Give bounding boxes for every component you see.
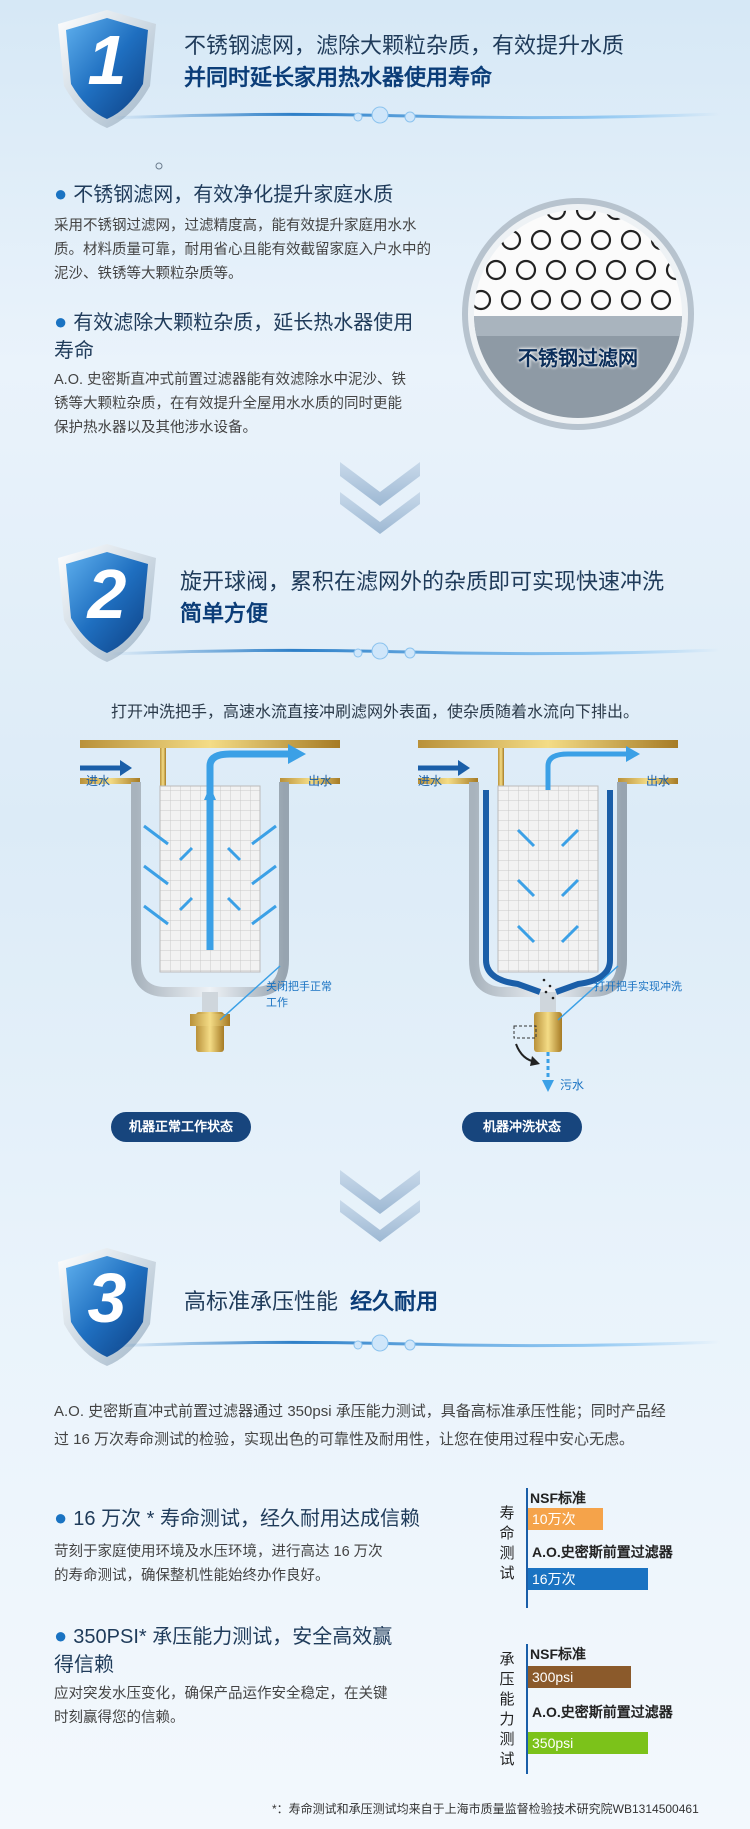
shield-icon	[58, 10, 156, 128]
bullet-dot-icon: ●	[54, 1623, 68, 1648]
chart1-bar-1: 16万次	[528, 1568, 648, 1590]
chart1-cat-0: NSF标准	[530, 1490, 586, 1506]
chevron-down-icon	[340, 462, 420, 534]
pressure-test-chart: 承压能力测试 NSF标准 300psi A.O.史密斯前置过滤器 350psi	[496, 1640, 736, 1780]
chart2-bar-1: 350psi	[528, 1732, 648, 1754]
section1-bullet1-title: ●不锈钢滤网，有效净化提升家庭水质	[54, 181, 394, 206]
chart1-cat-1: A.O.史密斯前置过滤器	[532, 1544, 673, 1560]
section3-intro: A.O. 史密斯直冲式前置过滤器通过 350psi 承压能力测试，具备高标准承压…	[54, 1403, 666, 1448]
section3-bullet2-body: 应对突发水压变化，确保产品运作安全稳定，在关键 时刻赢得您的信赖。	[54, 1686, 388, 1726]
bullet-dot-icon: ●	[54, 309, 68, 334]
shield-icon	[58, 1248, 156, 1366]
chevron-down-icon	[340, 1170, 420, 1242]
chart1-axis	[526, 1488, 528, 1608]
chart1-bar-0: 10万次	[528, 1508, 603, 1530]
section3-number: 3	[87, 1259, 127, 1337]
bullet-dot-icon: ●	[54, 181, 68, 206]
mesh-label: 不锈钢过滤网	[518, 348, 638, 370]
section1-title-line1: 不锈钢滤网，滤除大颗粒杂质，有效提升水质	[184, 33, 625, 58]
section2-number: 2	[87, 555, 127, 633]
handle-closed-label: 关闭把手正常工作	[266, 981, 332, 1009]
section2-intro: 打开冲洗把手，高速水流直接冲刷滤网外表面，使杂质随着水流向下排出。	[110, 704, 639, 721]
shield-icon	[58, 544, 156, 662]
footnote: *：寿命测试和承压测试均来自于上海市质量监督检验技术研究院WB131450046…	[272, 1802, 699, 1816]
section3-bullet1-body: 苛刻于家庭使用环境及水压环境，进行高达 16 万次 的寿命测试，确保整机性能始终…	[54, 1544, 383, 1584]
section3-bullet1-title: ●16 万次 * 寿命测试，经久耐用达成信赖	[54, 1505, 420, 1530]
in-label: 进水	[418, 774, 443, 788]
out-label: 出水	[646, 774, 671, 788]
bullet-dot-icon: ●	[54, 1505, 68, 1530]
water-wave-divider	[110, 1334, 720, 1352]
section3-title: 高标准承压性能 经久耐用	[184, 1289, 439, 1314]
section1-title-line2: 并同时延长家用热水器使用寿命	[184, 65, 493, 90]
section1-bullet2-body: A.O. 史密斯直冲式前置过滤器能有效滤除水中泥沙、铁 锈等大颗粒杂质，在有效提…	[54, 372, 407, 436]
section1-bullet1-body: 采用不锈钢过滤网，过滤精度高，能有效提升家庭用水水 质。材料质量可靠，耐用省心且…	[54, 218, 431, 282]
section3-number-badge: 3	[52, 1244, 162, 1370]
section2-number-badge: 2	[52, 540, 162, 666]
water-wave-divider	[110, 106, 720, 124]
bubble-icon	[155, 162, 163, 170]
filter-diagram-normal: 进水 出水 关闭把手正常工作	[80, 730, 340, 1060]
section1-number: 1	[87, 21, 127, 99]
section3-bullet2-title: ●350PSI* 承压能力测试，安全高效赢 得信赖	[54, 1623, 393, 1676]
section2-title-line1: 旋开球阀，累积在滤网外的杂质即可实现快速冲洗	[180, 569, 665, 594]
section1-bullet2-title: ●有效滤除大颗粒杂质，延长热水器使用 寿命	[54, 309, 414, 362]
chart2-axis	[526, 1644, 528, 1774]
chart2-side-label: 承压能力测试	[499, 1651, 515, 1768]
section2-title-line2: 简单方便	[180, 601, 269, 626]
handle-open-label: 打开把手实现冲洗	[594, 981, 682, 993]
stainless-mesh-illustration: 不锈钢过滤网	[460, 196, 696, 432]
waste-water-label: 污水	[560, 1078, 585, 1092]
filter-diagram-flush: 进水 出水 打开把手实现冲洗 污水	[418, 730, 688, 1106]
chart2-bar-0: 300psi	[528, 1666, 631, 1688]
out-label: 出水	[308, 774, 333, 788]
life-test-chart: 寿命测试 NSF标准 10万次 A.O.史密斯前置过滤器 16万次	[496, 1484, 736, 1614]
water-wave-divider	[110, 642, 720, 660]
section1-number-badge: 1	[52, 6, 162, 132]
chart1-side-label: 寿命测试	[499, 1505, 515, 1582]
chart2-cat-1: A.O.史密斯前置过滤器	[532, 1704, 673, 1720]
flush-state-pill: 机器冲洗状态	[462, 1112, 582, 1142]
normal-state-pill: 机器正常工作状态	[111, 1112, 251, 1142]
in-label: 进水	[86, 774, 111, 788]
chart2-cat-0: NSF标准	[530, 1646, 586, 1662]
